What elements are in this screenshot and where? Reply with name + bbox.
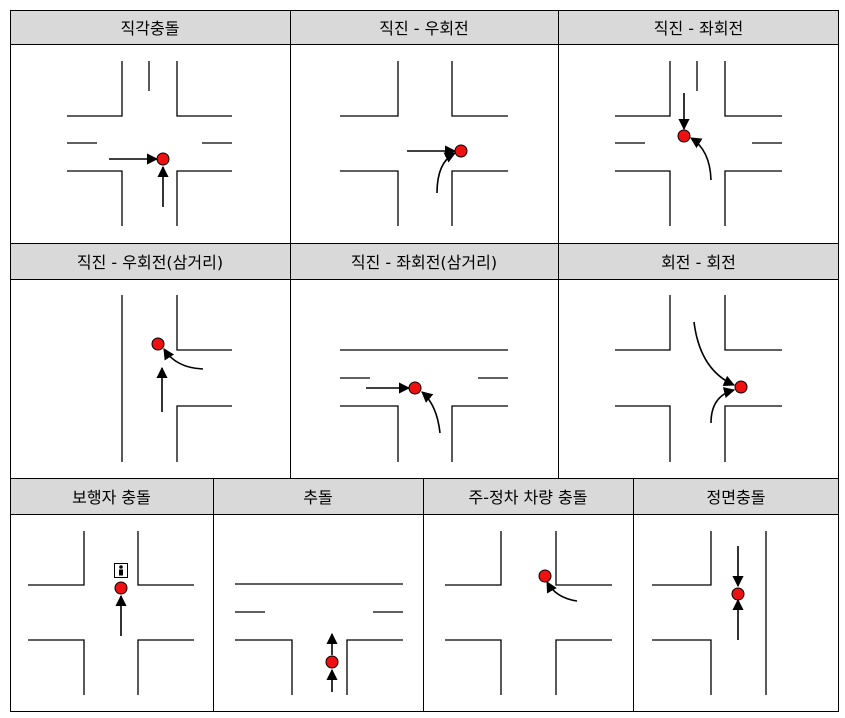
collision-point [538,569,552,583]
panel-title-pedestrian: 보행자 충돌 [10,478,213,514]
panel-title-right-angle: 직각충돌 [10,10,290,44]
panel-title-turn-turn: 회전 - 회전 [558,243,839,279]
panel-head-on-diagram [652,531,767,695]
collision-point [677,129,691,143]
collision-point [151,337,165,351]
panel-turn-turn-diagram [615,295,782,462]
collision-point [731,587,745,601]
panel-straight-left-turn-t-diagram [340,349,508,462]
collision-point [734,380,748,394]
panel-straight-left-turn-diagram [615,61,782,226]
panel-title-head-on: 정면충돌 [633,478,839,514]
panel-straight-right-turn-t-diagram [121,295,232,462]
panel-title-straight-right-turn-t: 직진 - 우회전(삼거리) [10,243,290,279]
pedestrian-icon [114,563,128,578]
panel-straight-right-turn-diagram [340,61,508,226]
panel-pedestrian-diagram [28,531,194,695]
panel-right-angle-diagram [67,61,232,226]
panel-title-straight-left-turn-t: 직진 - 좌회전(삼거리) [290,243,558,279]
panel-title-rear-end: 추돌 [213,478,423,514]
collision-point [156,152,170,166]
collision-point [325,655,339,669]
collision-point [454,144,468,158]
panel-rear-end-diagram [235,583,403,695]
collision-point [114,581,128,595]
table-grid [10,10,839,712]
panel-title-parked-vehicle: 주-정차 차량 충돌 [423,478,633,514]
panel-parked-vehicle-diagram [445,531,612,695]
panel-title-straight-right-turn: 직진 - 우회전 [290,10,558,44]
collision-point [408,381,422,395]
panel-title-straight-left-turn: 직진 - 좌회전 [558,10,839,44]
